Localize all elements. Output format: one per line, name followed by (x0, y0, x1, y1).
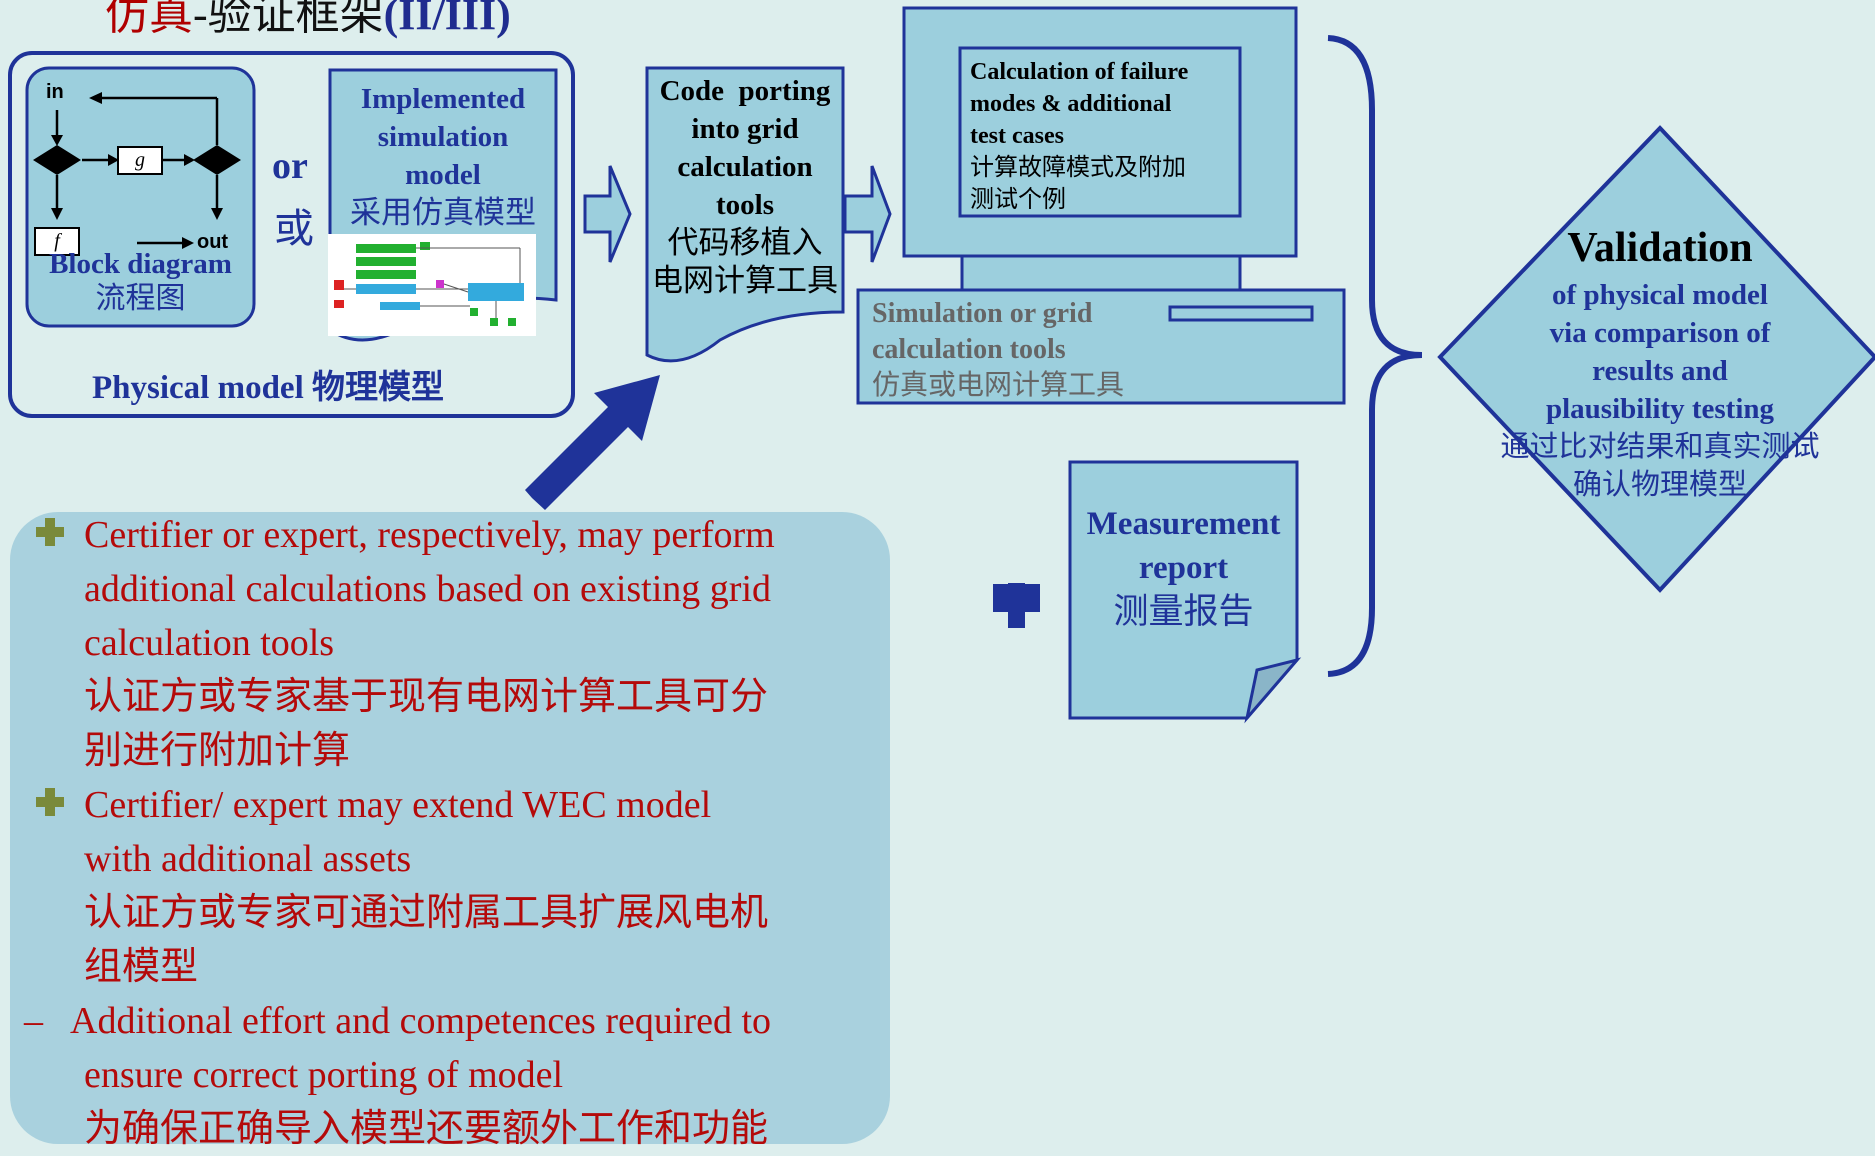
dash-bullet-icon: – (24, 1000, 43, 1042)
code-porting-document (645, 66, 845, 363)
code-porting-line-cn1: 代码移植入 (667, 225, 823, 260)
slide-title: 仿真-验证框架(II/III) (105, 0, 511, 42)
validation-line-cn2: 确认物理模型 (1572, 469, 1747, 501)
bullets-panel: Certifier or expert, respectively, may p… (10, 512, 890, 1150)
bullet2-line2: with additional assets (84, 838, 412, 880)
bullet2-line1: Certifier/ expert may extend WEC model (84, 784, 712, 826)
computer-base-text: Simulation or grid calculation tools 仿真或… (872, 296, 1124, 404)
measurement-text: Measurement report 测量报告 (1070, 502, 1297, 634)
computer-screen (958, 46, 1242, 218)
validation-line1: of physical model (1552, 279, 1768, 311)
code-porting-line-cn2: 电网计算工具 (652, 263, 838, 298)
code-porting-line4: tools (716, 189, 774, 221)
implemented-line2: simulation (377, 121, 509, 153)
code-porting-text: Code porting into grid calculation tools… (640, 72, 850, 300)
validation-line3: results and (1592, 355, 1728, 387)
validation-line4: plausibility testing (1545, 393, 1775, 425)
physical-model-frame (8, 51, 575, 418)
measurement-line-cn: 测量报告 (1113, 592, 1254, 631)
base-line2: calculation tools (872, 334, 1066, 365)
decision-diamond-right (193, 145, 241, 175)
screen-line1: Calculation of failure (970, 59, 1189, 85)
screen-line3: test cases (970, 123, 1064, 149)
code-porting-line1: Code porting (659, 75, 831, 107)
physical-model-label-text: Physical model 物理模型 (92, 370, 444, 406)
computer-drive-slot (1168, 305, 1314, 322)
block-diagram-caption-en: Block diagram (49, 248, 232, 280)
plus-bullet-icon (36, 788, 64, 816)
validation-title: Validation (1567, 225, 1753, 271)
code-porting-line2: into grid (691, 113, 799, 145)
decision-diamond-left (33, 145, 81, 175)
bullet2-line-cn1: 认证方或专家可通过附属工具扩展风电机 (84, 892, 769, 934)
code-porting-line3: calculation (677, 151, 813, 183)
title-part3: (II/III) (383, 0, 511, 39)
arrow-to-code-porting (583, 165, 632, 263)
curly-brace (1327, 35, 1423, 677)
screen-line-cn1: 计算故障模式及附加 (970, 155, 1186, 181)
base-line1: Simulation or grid (872, 298, 1093, 329)
measurement-report-fold (1244, 657, 1302, 724)
bullet1-line2: additional calculations based on existin… (84, 568, 772, 610)
implemented-model-text: Implemented simulation model 采用仿真模型 (330, 80, 556, 232)
implemented-line3: model (405, 159, 481, 191)
f-label: f (54, 230, 60, 252)
screen-line2: modes & additional (970, 91, 1172, 117)
plus-bullet-icon (36, 518, 64, 546)
validation-line-cn1: 通过比对结果和真实测试 (1500, 431, 1820, 463)
bullet1-line1: Certifier or expert, respectively, may p… (84, 514, 775, 556)
bullet3-line-cn1: 为确保正确导入模型还要额外工作和功能 (84, 1108, 769, 1150)
bullet1-line3: calculation tools (84, 622, 335, 664)
block-diagram-box (25, 66, 256, 328)
block-diagram-caption-cn: 流程图 (95, 282, 186, 315)
or-label-cn: 或 (274, 206, 314, 251)
bullet2-line-cn2: 组模型 (84, 946, 199, 988)
bullet1-line-cn1: 认证方或专家基于现有电网计算工具可分 (84, 676, 769, 718)
bullet1-line-cn2: 别进行附加计算 (84, 730, 351, 772)
screen-line-cn2: 测试个例 (970, 187, 1066, 213)
arrow-to-computer (843, 165, 892, 263)
out-label: out (197, 231, 229, 253)
validation-text: of physical model via comparison of resu… (1460, 276, 1860, 504)
screen-text: Calculation of failure modes & additiona… (970, 56, 1235, 216)
title-part1: 仿真 (105, 0, 193, 39)
plus-sign (993, 583, 1040, 628)
in-label: in (46, 81, 64, 103)
or-label: or (272, 145, 308, 187)
bullet3-line1: Additional effort and competences requir… (70, 1000, 771, 1042)
simulation-screenshot-image (328, 234, 536, 336)
measurement-line2: report (1138, 550, 1229, 586)
implemented-line-cn: 采用仿真模型 (350, 195, 536, 230)
title-part2: -验证框架 (193, 0, 384, 39)
validation-diamond (1437, 125, 1875, 593)
computer-neck (960, 254, 1242, 292)
base-line-cn: 仿真或电网计算工具 (872, 370, 1125, 401)
measurement-line1: Measurement (1086, 506, 1281, 542)
bullet3-line2: ensure correct porting of model (84, 1054, 564, 1096)
block-diagram-arrowheads (51, 92, 223, 249)
big-diagonal-arrow (525, 375, 660, 510)
g-label: g (135, 149, 145, 171)
validation-line2: via comparison of (1549, 317, 1771, 349)
implemented-line1: Implemented (360, 83, 526, 115)
physical-model-label: Physical model 物理模型 (92, 360, 444, 408)
f-block (34, 227, 80, 256)
